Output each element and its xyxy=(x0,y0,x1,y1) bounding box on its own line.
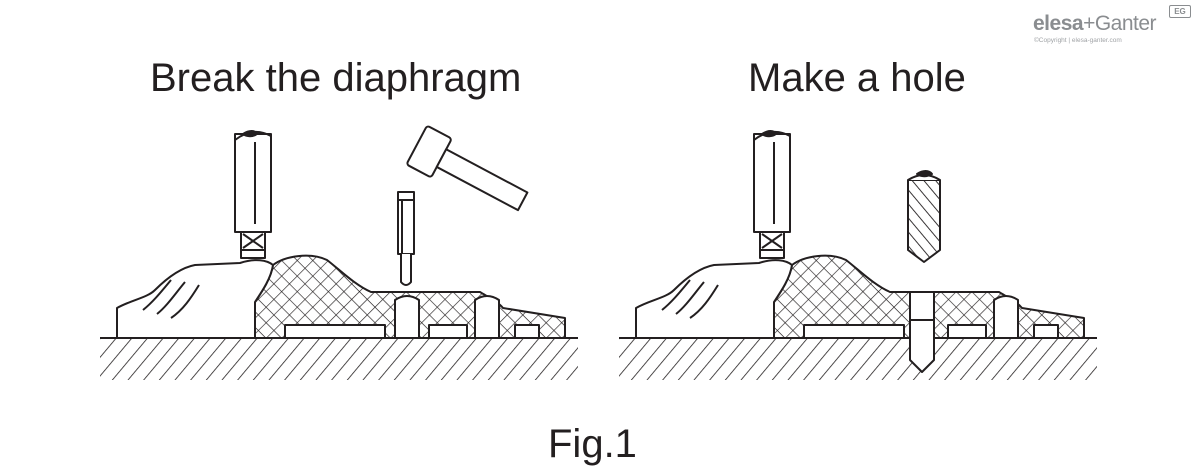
drilled-hole xyxy=(909,291,935,373)
ground-hatching xyxy=(619,338,1097,380)
hammer-icon xyxy=(406,125,529,212)
caption-make-hole: Make a hole xyxy=(748,56,966,100)
housing-pocket xyxy=(474,295,500,339)
logo-wordmark: elesa+Ganter xyxy=(1033,12,1157,36)
break-diaphragm-diagram xyxy=(100,125,578,380)
handwheel-rim xyxy=(116,259,274,339)
housing-pocket xyxy=(993,295,1019,339)
logo-brand-ganter: +Ganter xyxy=(1083,12,1157,35)
logo-copyright: ©Copyright | elesa-ganter.com xyxy=(1034,37,1122,44)
drill-bit-icon xyxy=(907,170,941,263)
spindle-icon xyxy=(234,130,272,259)
base-slot xyxy=(284,324,386,339)
elesa-ganter-logo: elesa+Ganter ©Copyright | elesa-ganter.c… xyxy=(1033,5,1193,45)
handwheel-rim xyxy=(635,259,793,339)
logo-brand-elesa: elesa xyxy=(1033,12,1084,35)
caption-break-diaphragm: Break the diaphragm xyxy=(150,56,522,100)
logo-cert-badge: EG xyxy=(1169,5,1191,18)
punch-icon xyxy=(397,191,415,286)
housing-pocket xyxy=(394,295,420,339)
make-hole-diagram xyxy=(619,130,1097,380)
base-slot xyxy=(514,324,540,339)
base-slot xyxy=(947,324,987,339)
figure-label: Fig.1 xyxy=(548,422,637,466)
spindle-icon xyxy=(753,130,791,259)
base-slot xyxy=(428,324,468,339)
ground-hatching xyxy=(100,338,578,380)
base-slot xyxy=(803,324,905,339)
base-slot xyxy=(1033,324,1059,339)
